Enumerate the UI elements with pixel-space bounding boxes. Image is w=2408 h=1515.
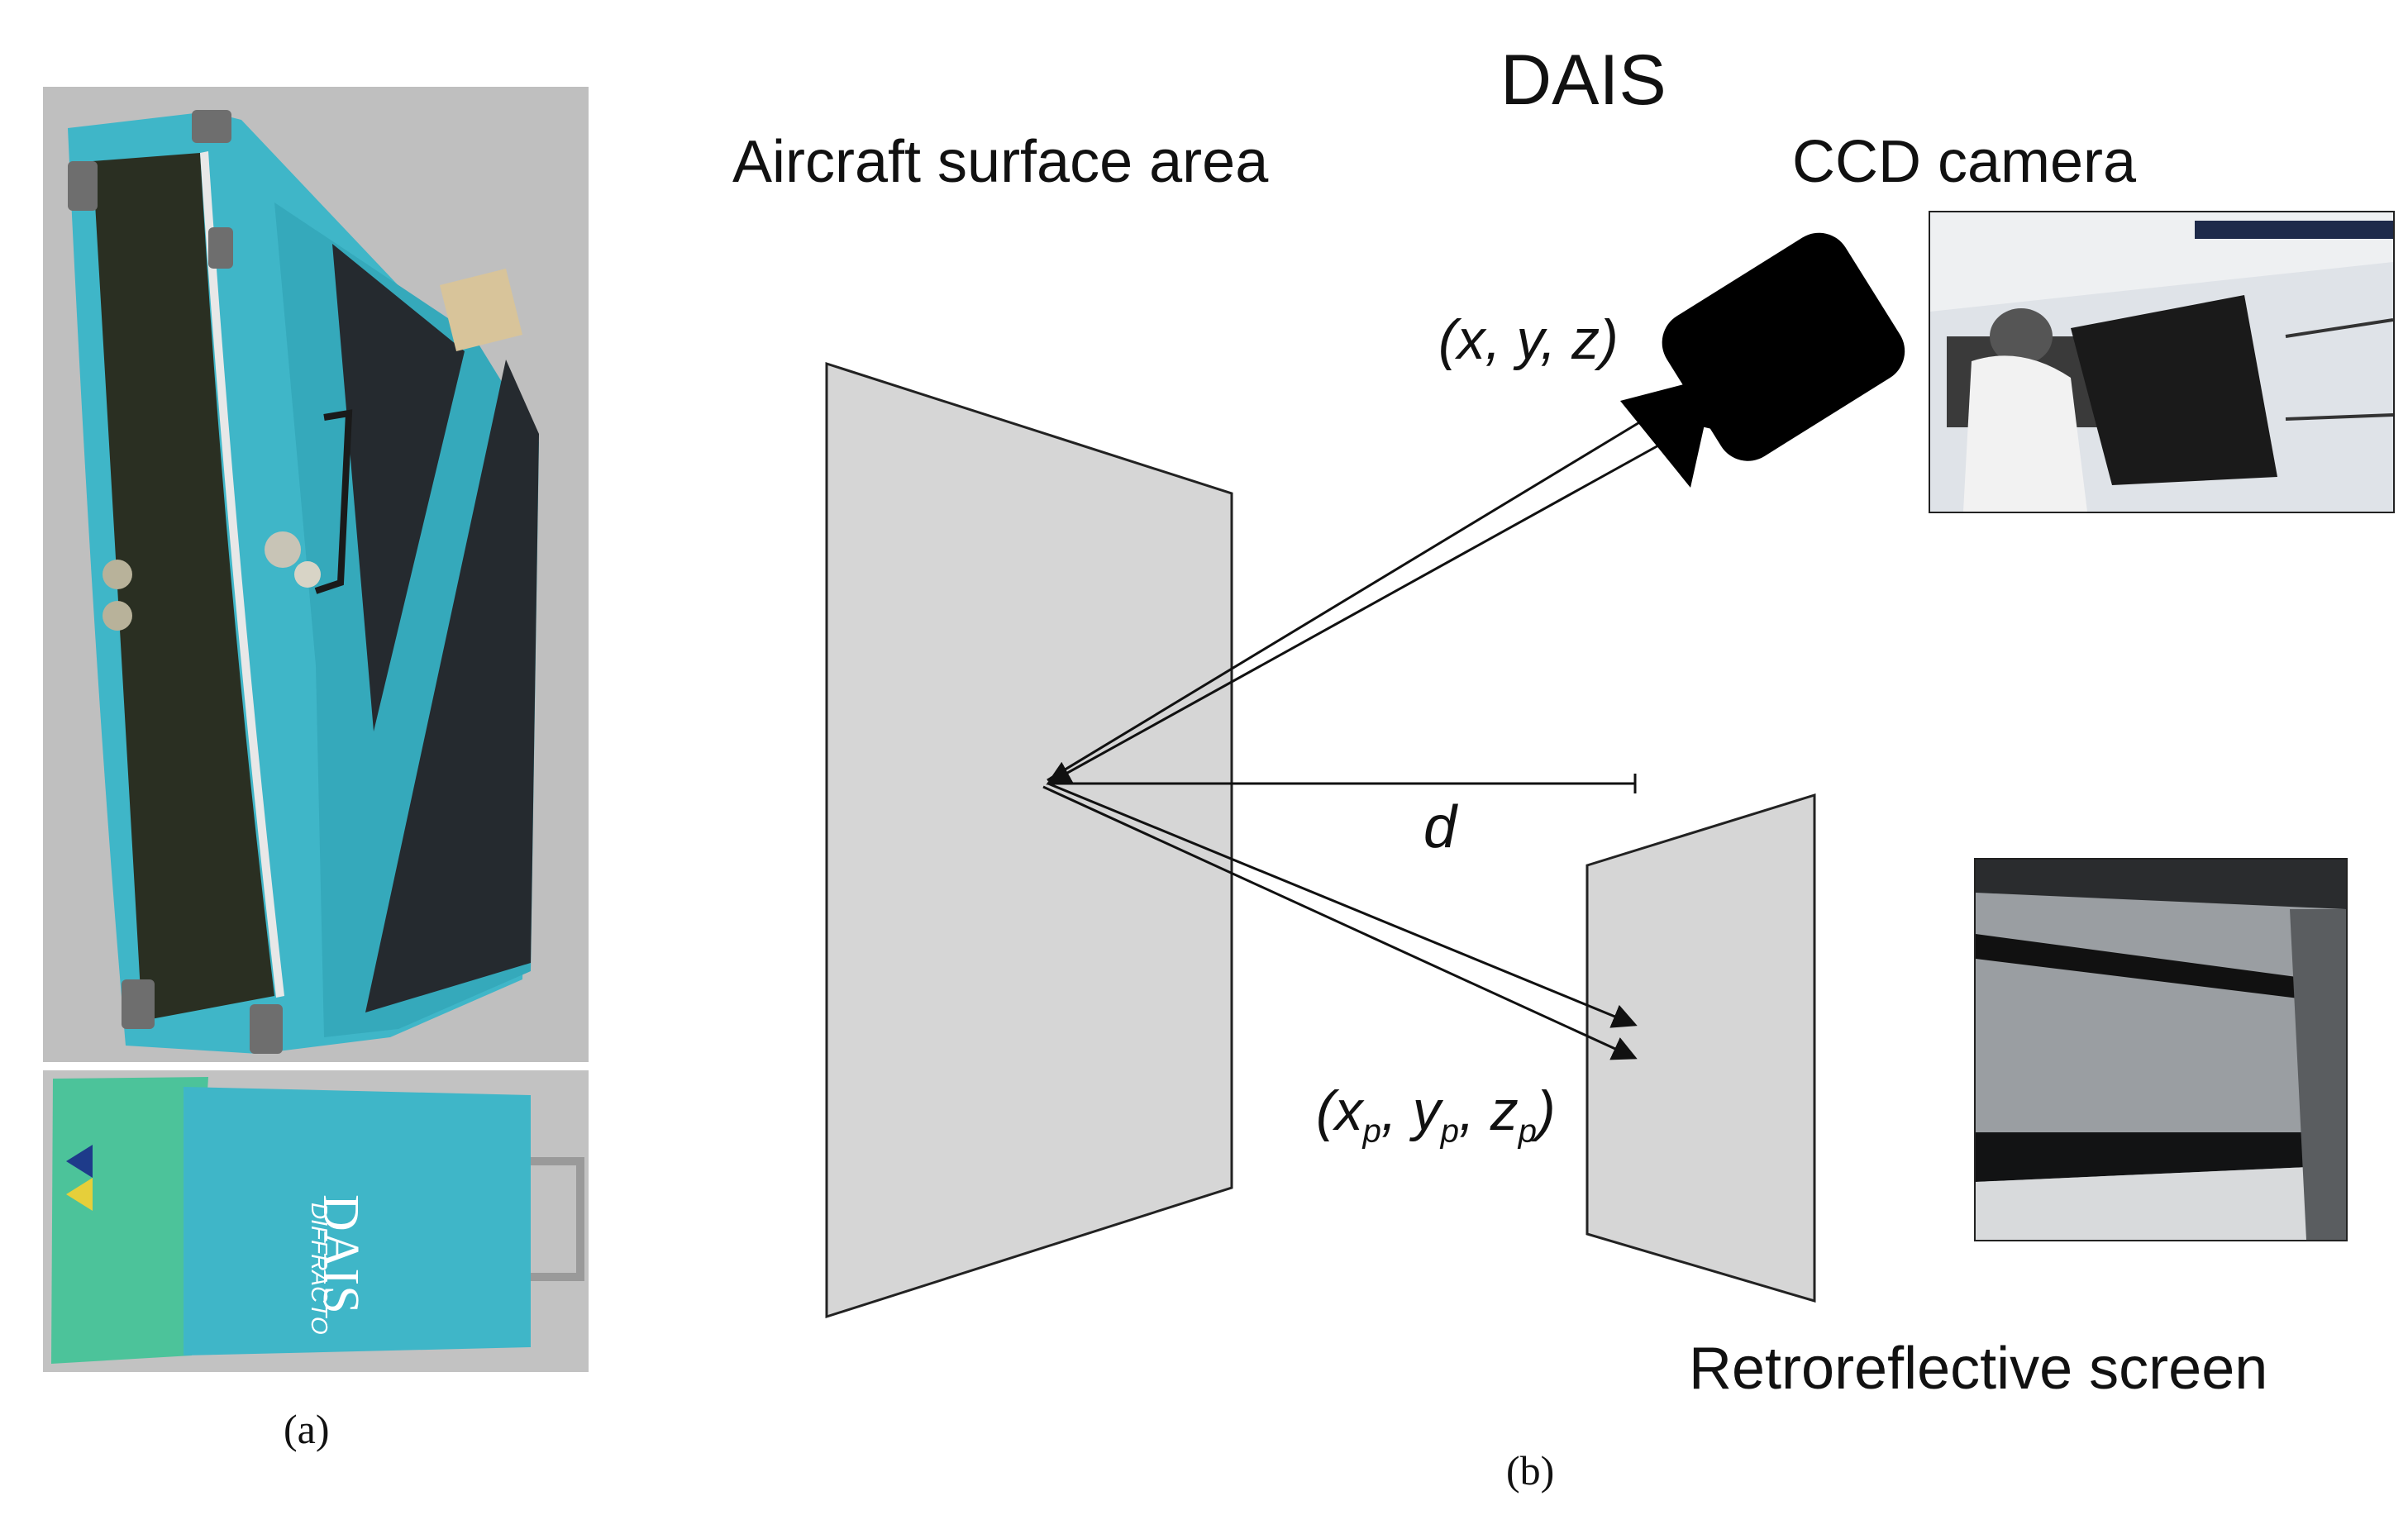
camera-in-use-photo — [1929, 211, 2395, 513]
device-bottom-illustration — [51, 1077, 584, 1364]
screen-coords-z: z — [1490, 1079, 1519, 1142]
aircraft-surface-label: Aircraft surface area — [732, 129, 1269, 195]
device-photo-top — [43, 87, 589, 1062]
screen-coords-sep-2: , — [1458, 1079, 1490, 1142]
screen-coords-sep-1: , — [1380, 1079, 1413, 1142]
retroreflective-screen-panel — [1585, 793, 1816, 1303]
ccd-camera-icon — [1620, 232, 1905, 488]
screen-ray-upper — [1047, 782, 1638, 1028]
screen-coords-z-sub: p — [1518, 1112, 1537, 1150]
screen-coords-open: ( — [1316, 1079, 1335, 1142]
camera-ray-upper — [1047, 420, 1642, 782]
retroreflective-image-photo — [1974, 858, 2348, 1241]
camera-ray-lower — [1046, 443, 1661, 785]
retroreflective-screen-label: Retroreflective screen — [1689, 1336, 2268, 1402]
screen-coords-x-sub: p — [1362, 1112, 1381, 1150]
retroreflective-image-illustration — [1976, 860, 2346, 1240]
camera-coordinates: (x, y, z) — [1438, 308, 1619, 371]
camera-in-use-illustration — [1930, 212, 2393, 512]
screen-ray-lower — [1042, 785, 1638, 1060]
screen-coords-x: x — [1334, 1079, 1363, 1142]
caption-b: (b) — [1506, 1447, 1555, 1494]
diagram-title: DAIS — [1500, 40, 1667, 120]
camera-label: CCD camera — [1792, 129, 2137, 195]
screen-coordinates: (xp, yp, zp) — [1316, 1079, 1556, 1151]
screen-coords-y-sub: p — [1440, 1112, 1459, 1150]
screen-coords-y: y — [1412, 1079, 1441, 1142]
caption-a: (a) — [284, 1406, 330, 1452]
device-top-illustration — [68, 110, 539, 1054]
distance-label: d — [1423, 794, 1457, 860]
device-photo-bottom: DAIS DIFFRACTO — [43, 1070, 589, 1372]
screen-coords-close: ) — [1537, 1079, 1556, 1142]
aircraft-surface-panel — [825, 361, 1233, 1319]
